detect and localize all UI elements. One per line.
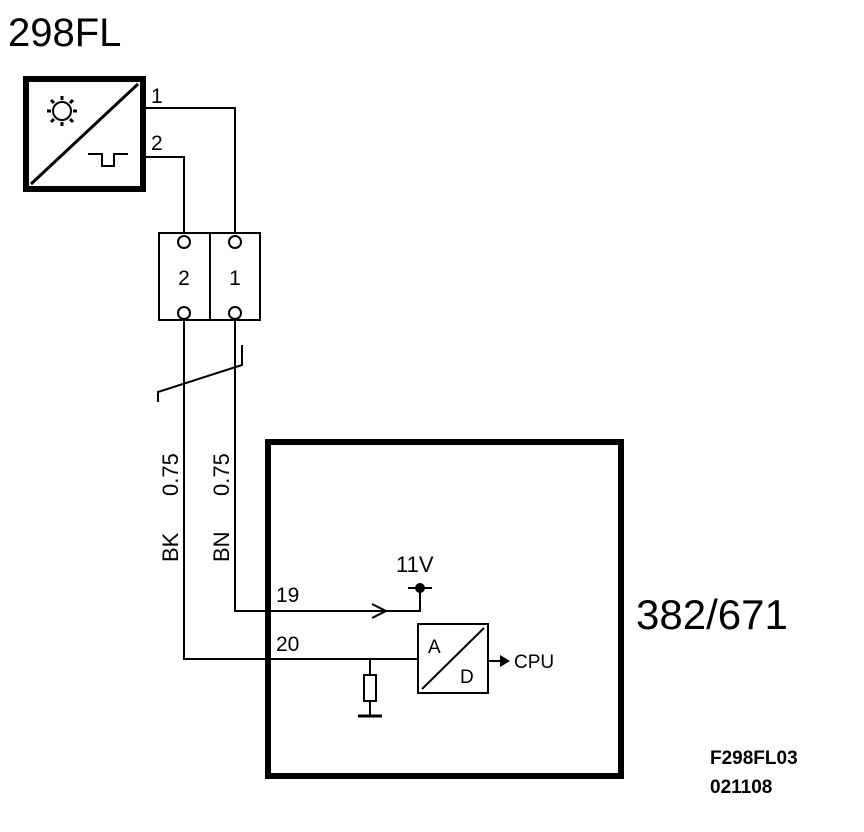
module-pin19-label: 19 (276, 584, 299, 607)
cpu-label: CPU (514, 652, 554, 673)
connector-pin-top-right (228, 235, 242, 249)
module-title: 382/671 (636, 591, 788, 638)
wire-pin2-to-connector (143, 156, 185, 234)
resistor-icon (363, 674, 377, 702)
connector-pin-bottom-right (228, 306, 242, 320)
pullup-wire (410, 588, 421, 612)
ad-converter: A D (417, 623, 489, 694)
drawing-code: F298FL03 (710, 748, 798, 769)
module-pin20-label: 20 (276, 633, 299, 656)
wire-pin1-to-connector (143, 107, 236, 234)
wire-bk (183, 319, 418, 660)
sensor-box (23, 76, 146, 192)
voltage-label: 11V (396, 552, 434, 577)
sensor-title: 298FL (8, 11, 121, 55)
wire-bn-size: 0.75 (209, 453, 234, 496)
sensor-symbol (23, 76, 146, 192)
pin19-arrow-icon (371, 603, 389, 619)
wire-bk-size: 0.75 (158, 453, 183, 496)
pulse-icon (88, 153, 128, 167)
connector: 2 1 (158, 232, 261, 321)
drawing-date: 021108 (710, 777, 772, 798)
wire-bk-color: BK (158, 532, 183, 562)
connector-label-right: 1 (229, 267, 241, 290)
wire-bn (234, 319, 385, 612)
connector-pin-top-left (177, 235, 191, 249)
cpu-arrow-icon (500, 655, 510, 667)
wire-bn-color: BN (209, 531, 234, 562)
sensor-pin2-label: 2 (151, 132, 163, 155)
sensor-pin1-label: 1 (151, 85, 163, 108)
control-module-box (265, 439, 624, 779)
sensor-diagonal (29, 82, 140, 186)
connector-label-left: 2 (178, 267, 190, 290)
ad-converter-a-label: A (428, 637, 441, 658)
twisted-pair-marker (157, 345, 243, 402)
ad-converter-d-label: D (460, 667, 474, 688)
gear-icon (47, 96, 77, 126)
ad-converter-diagonal (421, 627, 485, 690)
connector-pin-bottom-left (177, 306, 191, 320)
